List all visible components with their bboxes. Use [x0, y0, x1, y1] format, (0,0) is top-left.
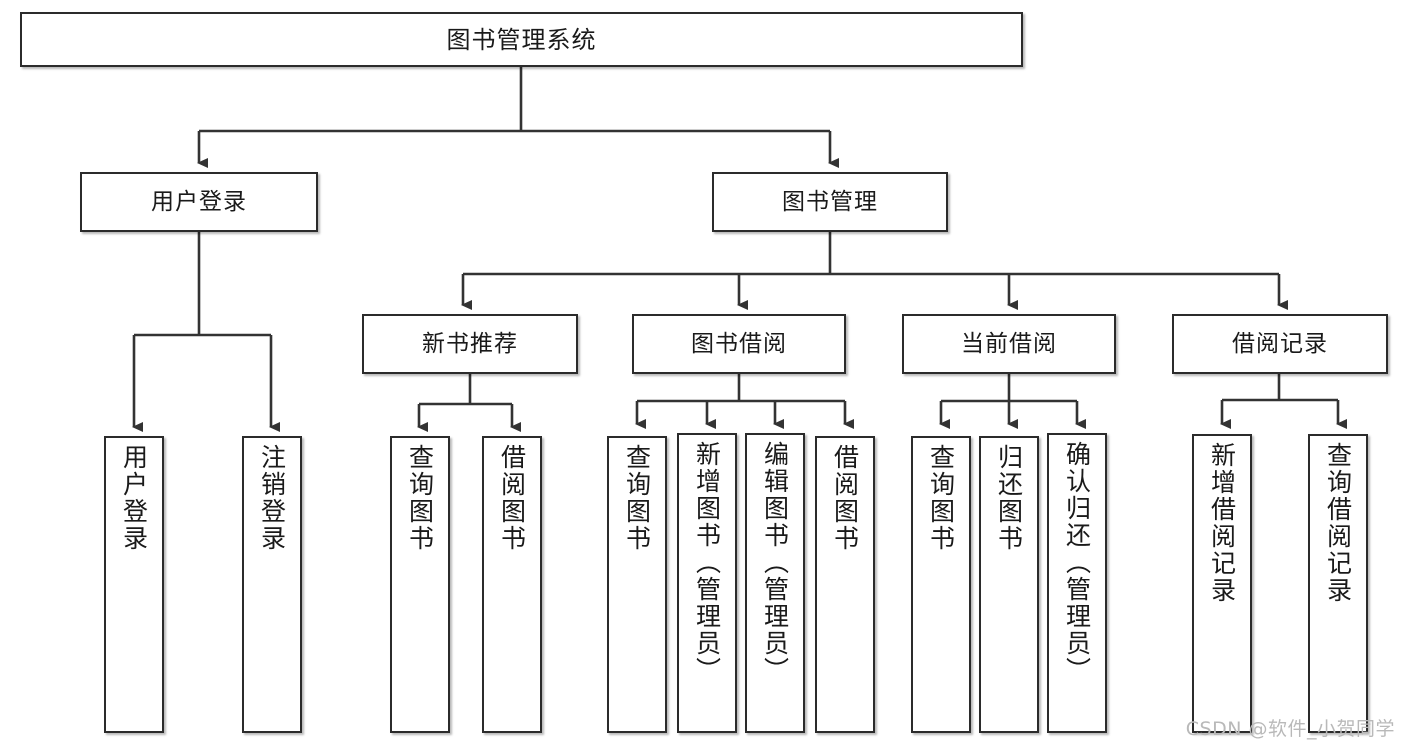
csdn-watermark: CSDN @软件_小贺同学 [1185, 718, 1395, 740]
node-label: 图书借阅 [691, 330, 787, 357]
leaf-borrow-book-recommend[interactable]: 借阅图书 [482, 436, 542, 733]
node-label: 编辑图书（管理员） [760, 441, 790, 684]
node-label: 确认归还（管理员） [1062, 441, 1092, 684]
node-root-system[interactable]: 图书管理系统 [20, 12, 1023, 67]
node-label: 查询图书 [622, 444, 652, 552]
node-label: 借阅记录 [1232, 330, 1328, 357]
leaf-query-book-recommend[interactable]: 查询图书 [390, 436, 450, 733]
leaf-add-book-admin[interactable]: 新增图书（管理员） [677, 433, 737, 733]
node-label: 图书管理系统 [446, 25, 597, 54]
node-label: 借阅图书 [830, 444, 860, 552]
node-current-borrow[interactable]: 当前借阅 [902, 314, 1116, 374]
leaf-query-borrow-record[interactable]: 查询借阅记录 [1308, 434, 1368, 733]
leaf-query-book-current[interactable]: 查询图书 [911, 436, 971, 733]
node-label: 新增借阅记录 [1207, 442, 1237, 604]
leaf-borrow-book[interactable]: 借阅图书 [815, 436, 875, 733]
node-label: 当前借阅 [961, 330, 1057, 357]
node-book-management[interactable]: 图书管理 [712, 172, 948, 232]
node-label: 查询借阅记录 [1323, 442, 1353, 604]
node-label: 新增图书（管理员） [692, 441, 722, 684]
leaf-confirm-return-admin[interactable]: 确认归还（管理员） [1047, 433, 1107, 733]
leaf-logout[interactable]: 注销登录 [242, 436, 302, 733]
node-user-login[interactable]: 用户登录 [80, 172, 318, 232]
leaf-add-borrow-record[interactable]: 新增借阅记录 [1192, 434, 1252, 733]
node-borrow-record[interactable]: 借阅记录 [1172, 314, 1388, 374]
leaf-query-book-borrow[interactable]: 查询图书 [607, 436, 667, 733]
node-book-borrow[interactable]: 图书借阅 [632, 314, 846, 374]
node-label: 归还图书 [994, 444, 1024, 552]
leaf-user-login[interactable]: 用户登录 [104, 436, 164, 733]
node-label: 用户登录 [119, 444, 149, 552]
node-label: 查询图书 [405, 444, 435, 552]
node-new-book-recommend[interactable]: 新书推荐 [362, 314, 578, 374]
node-label: 图书管理 [782, 188, 878, 215]
node-label: 查询图书 [926, 444, 956, 552]
node-label: 新书推荐 [422, 330, 518, 357]
node-label: 用户登录 [151, 188, 247, 215]
leaf-edit-book-admin[interactable]: 编辑图书（管理员） [745, 433, 805, 733]
node-label: 借阅图书 [497, 444, 527, 552]
node-label: 注销登录 [257, 444, 287, 552]
leaf-return-book[interactable]: 归还图书 [979, 436, 1039, 733]
